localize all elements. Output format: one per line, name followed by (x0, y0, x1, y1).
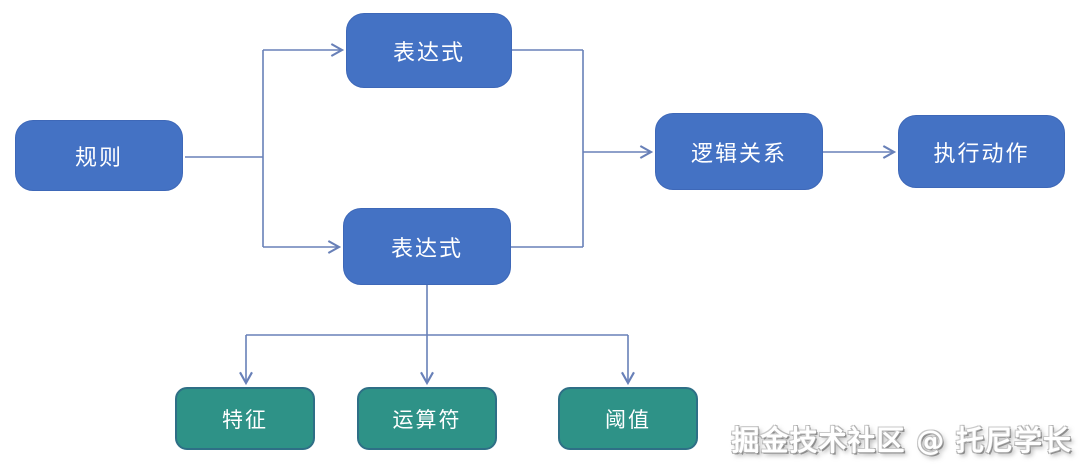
node-operator-label: 运算符 (392, 407, 462, 432)
node-execute-action-label: 执行动作 (933, 141, 1030, 167)
node-expression-top: 表达式 (346, 13, 512, 88)
node-expression-top-label: 表达式 (392, 40, 465, 66)
node-logic-relation: 逻辑关系 (655, 113, 823, 190)
node-operator: 运算符 (357, 387, 497, 450)
node-execute-action: 执行动作 (898, 115, 1065, 188)
node-expression-bottom: 表达式 (343, 208, 511, 285)
node-rule-label: 规则 (74, 145, 123, 171)
node-threshold: 阈值 (558, 387, 698, 450)
node-expression-bottom-label: 表达式 (390, 236, 463, 262)
node-feature-label: 特征 (222, 407, 268, 432)
node-threshold-label: 阈值 (605, 407, 651, 432)
watermark: 掘金技术社区 @ 托尼学长 (731, 424, 1072, 457)
node-logic-relation-label: 逻辑关系 (690, 141, 787, 167)
node-rule: 规则 (15, 120, 183, 191)
node-feature: 特征 (175, 387, 315, 450)
